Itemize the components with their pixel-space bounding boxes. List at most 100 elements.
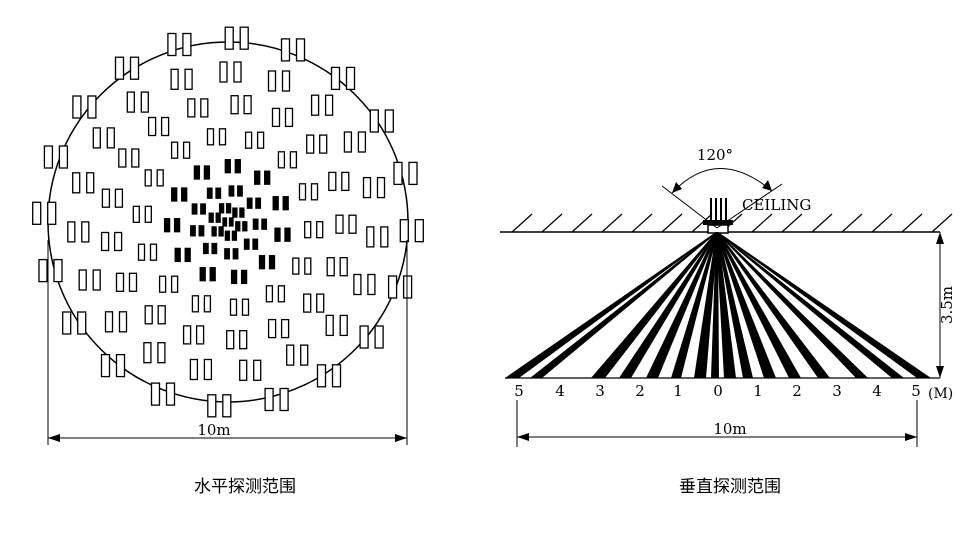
detection-zone <box>303 293 312 313</box>
detection-beam <box>646 232 718 378</box>
detection-zone <box>357 131 367 153</box>
detection-zone <box>339 314 348 337</box>
detection-zone <box>86 172 95 194</box>
detection-zone <box>316 221 324 239</box>
angle-arrow-right <box>762 180 772 191</box>
detection-zone <box>232 248 239 260</box>
detection-zone <box>239 207 245 218</box>
detection-zone <box>252 238 259 250</box>
detection-zone <box>163 218 171 233</box>
detection-beams <box>505 232 931 378</box>
detection-zone <box>47 201 57 225</box>
detection-zone <box>241 298 250 316</box>
detection-zone <box>62 311 72 335</box>
detection-zone <box>281 70 291 92</box>
detection-zone <box>267 318 277 339</box>
detection-zone <box>255 197 262 209</box>
detection-beam <box>716 232 801 378</box>
tick-label-left: 2 <box>635 382 645 400</box>
ceiling-hatch <box>541 213 563 233</box>
height-arrow-bottom <box>936 366 944 378</box>
detection-zone <box>279 387 289 412</box>
ceiling-hatch <box>571 213 593 233</box>
detection-zone <box>200 203 206 215</box>
angle-arrow-left <box>672 182 682 193</box>
detection-zone <box>230 269 238 285</box>
detection-zone <box>289 151 298 169</box>
sensor-plate <box>703 220 733 225</box>
detection-zone <box>131 148 140 168</box>
detection-zone <box>230 95 239 115</box>
detection-zone <box>265 285 274 303</box>
detection-zones <box>32 26 424 418</box>
detection-zone <box>380 226 389 248</box>
tick-label-right: 1 <box>753 382 763 400</box>
detection-zone <box>132 205 140 223</box>
detection-zone <box>316 364 327 388</box>
ceiling-hatch <box>931 213 953 233</box>
detection-zone <box>191 295 200 313</box>
detection-zone <box>206 187 213 199</box>
ceiling-hatch <box>601 213 623 233</box>
detection-zone <box>414 219 424 243</box>
detection-zone <box>206 128 215 146</box>
detection-zone <box>224 230 231 241</box>
vertical-range-caption: 垂直探测范围 <box>679 477 781 497</box>
detection-zone <box>189 358 199 381</box>
detection-zone <box>184 68 193 90</box>
detection-zone <box>104 311 114 333</box>
angle-ray-left <box>661 185 718 229</box>
detection-zone <box>304 221 312 239</box>
detection-zone <box>343 131 353 153</box>
detection-zone <box>143 342 152 364</box>
detection-zone <box>295 38 306 62</box>
tick-label-left: 3 <box>595 382 605 400</box>
detection-zone <box>157 342 166 364</box>
detection-zone <box>32 201 42 225</box>
detection-beam <box>591 232 718 378</box>
detection-zone <box>345 66 356 91</box>
detection-zone <box>106 127 115 149</box>
detection-zone <box>219 61 228 83</box>
detection-zone <box>243 95 252 115</box>
detection-zone <box>224 248 230 260</box>
detection-zone <box>258 255 266 270</box>
detection-zone <box>271 107 281 128</box>
detection-zone <box>115 272 125 292</box>
height-arrow-top <box>936 232 944 244</box>
angle-arc <box>671 168 773 194</box>
detection-zone <box>277 151 286 169</box>
detection-zone <box>222 394 232 418</box>
dim-arrow-left <box>48 434 60 442</box>
detection-zone <box>182 141 191 159</box>
detection-zone <box>353 273 362 296</box>
detection-zone <box>198 225 205 237</box>
detection-beam <box>530 232 718 378</box>
vertical-width-label: 10m <box>713 420 746 438</box>
detection-zone <box>100 353 111 378</box>
detection-zone <box>359 325 369 349</box>
detection-zone <box>306 134 315 154</box>
detection-zone <box>58 145 69 169</box>
detection-zone <box>268 255 276 270</box>
detection-zone <box>362 176 372 199</box>
detection-zone <box>195 325 205 345</box>
detection-zone <box>272 196 279 211</box>
detection-zone <box>160 116 170 137</box>
detection-zone <box>92 127 101 149</box>
detection-beam <box>716 232 830 378</box>
detection-zone <box>203 165 211 180</box>
detection-zone <box>156 169 164 187</box>
detection-zone <box>399 219 409 243</box>
detection-zone <box>234 159 241 174</box>
detection-zone <box>157 305 166 325</box>
detection-zone <box>284 107 294 128</box>
detection-zone <box>150 382 161 406</box>
detection-zone <box>193 165 201 180</box>
detection-zone <box>367 273 376 296</box>
detection-zone <box>330 66 341 91</box>
detection-zone <box>81 221 90 243</box>
detection-zone <box>239 359 248 381</box>
detection-zone <box>286 344 295 366</box>
detection-beam <box>505 232 718 378</box>
